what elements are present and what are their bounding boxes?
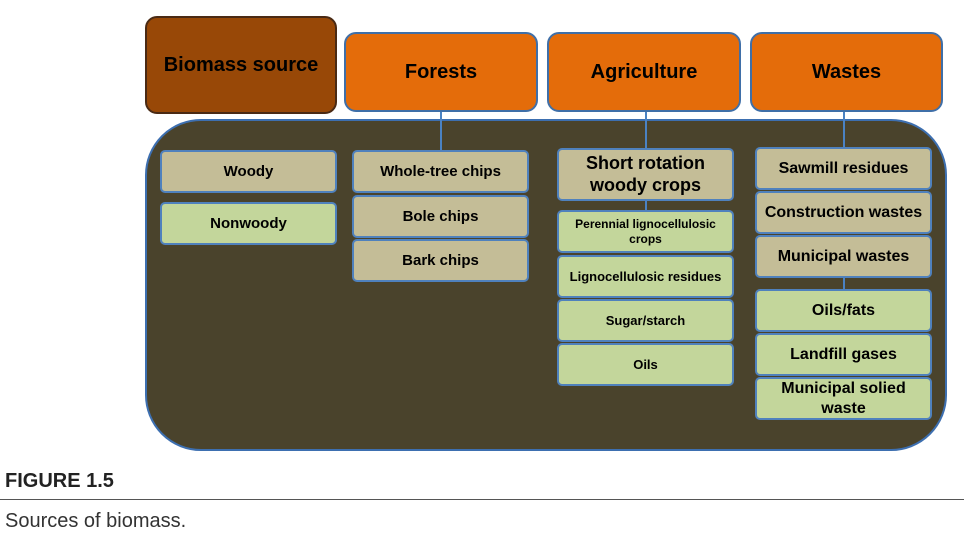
waste-item-construction: Construction wastes	[755, 191, 932, 234]
agri-item-short-rotation: Short rotation woody crops	[557, 148, 734, 201]
forest-item-bole-chips: Bole chips	[352, 195, 529, 238]
waste-item-municipal-solid: Municipal solied waste	[755, 377, 932, 420]
forest-item-bark-chips: Bark chips	[352, 239, 529, 282]
legend-woody: Woody	[160, 150, 337, 193]
agriculture-connector	[645, 112, 647, 150]
wastes-inner-connector	[843, 277, 845, 289]
agri-item-oils: Oils	[557, 343, 734, 386]
legend-nonwoody: Nonwoody	[160, 202, 337, 245]
waste-item-municipal: Municipal wastes	[755, 235, 932, 278]
figure-caption: Sources of biomass.	[5, 510, 187, 532]
forest-item-whole-tree-chips: Whole-tree chips	[352, 150, 529, 193]
figure-divider	[0, 499, 964, 500]
agriculture-header: Agriculture	[547, 32, 741, 112]
agri-item-sugar-starch: Sugar/starch	[557, 299, 734, 342]
figure-label: FIGURE 1.5	[5, 470, 114, 492]
wastes-header: Wastes	[750, 32, 943, 112]
forests-header: Forests	[344, 32, 538, 112]
agriculture-inner-connector	[645, 200, 647, 210]
forests-connector	[440, 112, 442, 150]
biomass-source-header: Biomass source	[145, 16, 337, 114]
wastes-connector	[843, 112, 845, 148]
agri-item-perennial: Perennial lignocellulosic crops	[557, 210, 734, 253]
agri-item-lignocellulosic: Lignocellulosic residues	[557, 255, 734, 298]
waste-item-oils-fats: Oils/fats	[755, 289, 932, 332]
waste-item-landfill: Landfill gases	[755, 333, 932, 376]
waste-item-sawmill: Sawmill residues	[755, 147, 932, 190]
